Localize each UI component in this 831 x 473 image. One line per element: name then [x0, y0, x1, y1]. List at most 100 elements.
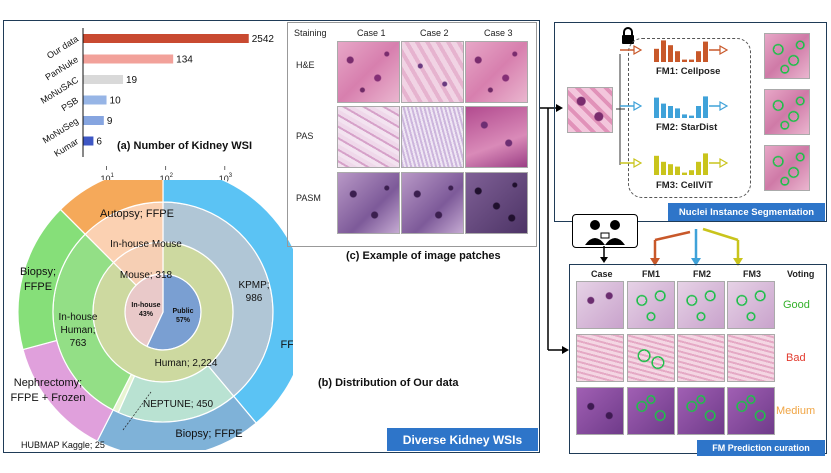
sunburst-label: FFPE + Frozen [281, 339, 293, 351]
segmentation-frame [554, 22, 827, 222]
reviewers-arrow [600, 246, 608, 263]
fm2-glyph-bar [689, 115, 694, 118]
sunburst-label: FFPE [24, 281, 52, 293]
fm3-glyph-bar [689, 170, 694, 175]
staining-header: Staining [294, 28, 327, 38]
models-box [628, 38, 751, 198]
fm1-glyph-bar [668, 45, 673, 62]
case-2-header: Case 2 [420, 28, 449, 38]
fm1-glyph-bar [675, 51, 680, 62]
fm3-glyph-bar [675, 166, 680, 175]
sunburst-label: Autopsy; FFPE [100, 208, 174, 220]
fm3-glyph-bar [668, 164, 673, 175]
fm1-glyph-bar [682, 59, 687, 62]
patch-pas-2 [401, 106, 464, 168]
patches-panel [287, 22, 537, 247]
cur-fm2-2 [677, 334, 725, 382]
fm2-in-arrowhead [633, 100, 643, 112]
fm3-glyph-bar [696, 161, 701, 175]
fm3-in-arrowhead [633, 157, 643, 169]
bar-psb [83, 95, 107, 105]
cur-case-2 [576, 334, 624, 382]
sunburst-label: 986 [246, 293, 263, 304]
sunburst-label: 43% [139, 311, 154, 318]
bar-chart-caption: (a) Number of Kidney WSI [117, 140, 253, 152]
fm2-glyph-bar [696, 106, 701, 118]
row-pasm: PASM [296, 193, 321, 203]
sunburst-label: Mouse; 318 [120, 270, 173, 281]
curation-header-case: Case [591, 269, 613, 279]
fm1-glyph-bar [654, 48, 659, 62]
fm2-glyph-bar [682, 114, 687, 118]
bar-value-label: 10 [110, 96, 122, 107]
curation-tag: FM Prediction curation [697, 440, 825, 456]
x-tick-exponent: 3 [229, 173, 233, 179]
bar-pannuke [83, 54, 174, 64]
patch-he-1 [337, 41, 400, 103]
fm3-out-arrowhead [719, 157, 729, 169]
outer-autopsy [59, 180, 164, 236]
fm3-output [764, 145, 810, 191]
bar-value-label: 6 [96, 137, 102, 148]
sunburst-label: 57% [176, 317, 191, 324]
bar-value-label: 19 [126, 75, 138, 86]
diverse-wsis-tag: Diverse Kidney WSIs [387, 428, 538, 451]
cur-fm2-1 [677, 281, 725, 329]
sunburst-label: Biopsy; [20, 266, 56, 278]
sunburst-label: NEPTUNE; 450 [143, 399, 213, 410]
fm2-label: FM2: StarDist [656, 122, 718, 133]
sunburst-label: In-house Mouse [110, 239, 182, 250]
bar-value-label: 9 [107, 116, 113, 127]
patch-pas-1 [337, 106, 400, 168]
curation-header-fm3: FM3 [743, 269, 761, 279]
cur-fm1-1 [627, 281, 675, 329]
fm1-in-arrowhead [633, 44, 643, 56]
x-tick-label: 10 [101, 174, 111, 184]
fm2-glyph-bar [668, 106, 673, 118]
patch-pasm-3 [465, 172, 528, 234]
fm1-output [764, 33, 810, 79]
fm3-glyph-bar [661, 161, 666, 175]
cur-fm3-1 [727, 281, 775, 329]
sunburst-label: Nephrectomy; [14, 377, 82, 389]
segmentation-tag: Nuclei Instance Segmentation [668, 203, 825, 221]
outer-biopsy-ffpe-frozen [162, 180, 293, 424]
fm3-glyph-bar [682, 172, 687, 175]
curation-header-fm2: FM2 [693, 269, 711, 279]
x-tick-label: 10 [219, 174, 229, 184]
sunburst-label: 763 [70, 338, 87, 349]
bar-our-data [83, 34, 249, 43]
cur-fm1-3 [627, 387, 675, 435]
patches-caption: (c) Example of image patches [346, 250, 501, 262]
sunburst-label: In-house [131, 302, 160, 309]
cur-fm2-3 [677, 387, 725, 435]
fm2-glyph-bar [675, 108, 680, 118]
reviewers-icon [572, 214, 638, 248]
fm2-glyph-bar [661, 103, 666, 118]
case-3-header: Case 3 [484, 28, 513, 38]
fm1-glyph-bar [703, 41, 708, 62]
vote-medium: Medium [776, 405, 816, 417]
fm2-glyph-bar [654, 97, 659, 118]
sunburst-label: Biopsy; FFPE [175, 428, 242, 440]
cur-fm3-3 [727, 387, 775, 435]
sunburst-label: In-house [59, 312, 98, 323]
cur-fm1-2 [627, 334, 675, 382]
x-tick-exponent: 1 [111, 173, 115, 179]
hubmap-leader-line [122, 391, 152, 431]
bar-value-label: 2542 [252, 34, 275, 45]
cur-case-1 [576, 281, 624, 329]
bar-monuseg [83, 116, 104, 125]
case-1-header: Case 1 [357, 28, 386, 38]
fm1-label: FM1: Cellpose [656, 66, 721, 77]
patch-he-3 [465, 41, 528, 103]
fm1-glyph-bar [689, 59, 694, 62]
patch-pasm-1 [337, 172, 400, 234]
x-tick-label: 10 [160, 174, 170, 184]
sunburst-caption: (b) Distribution of Our data [318, 377, 459, 389]
cur-case-3 [576, 387, 624, 435]
row-pas: PAS [296, 131, 314, 141]
